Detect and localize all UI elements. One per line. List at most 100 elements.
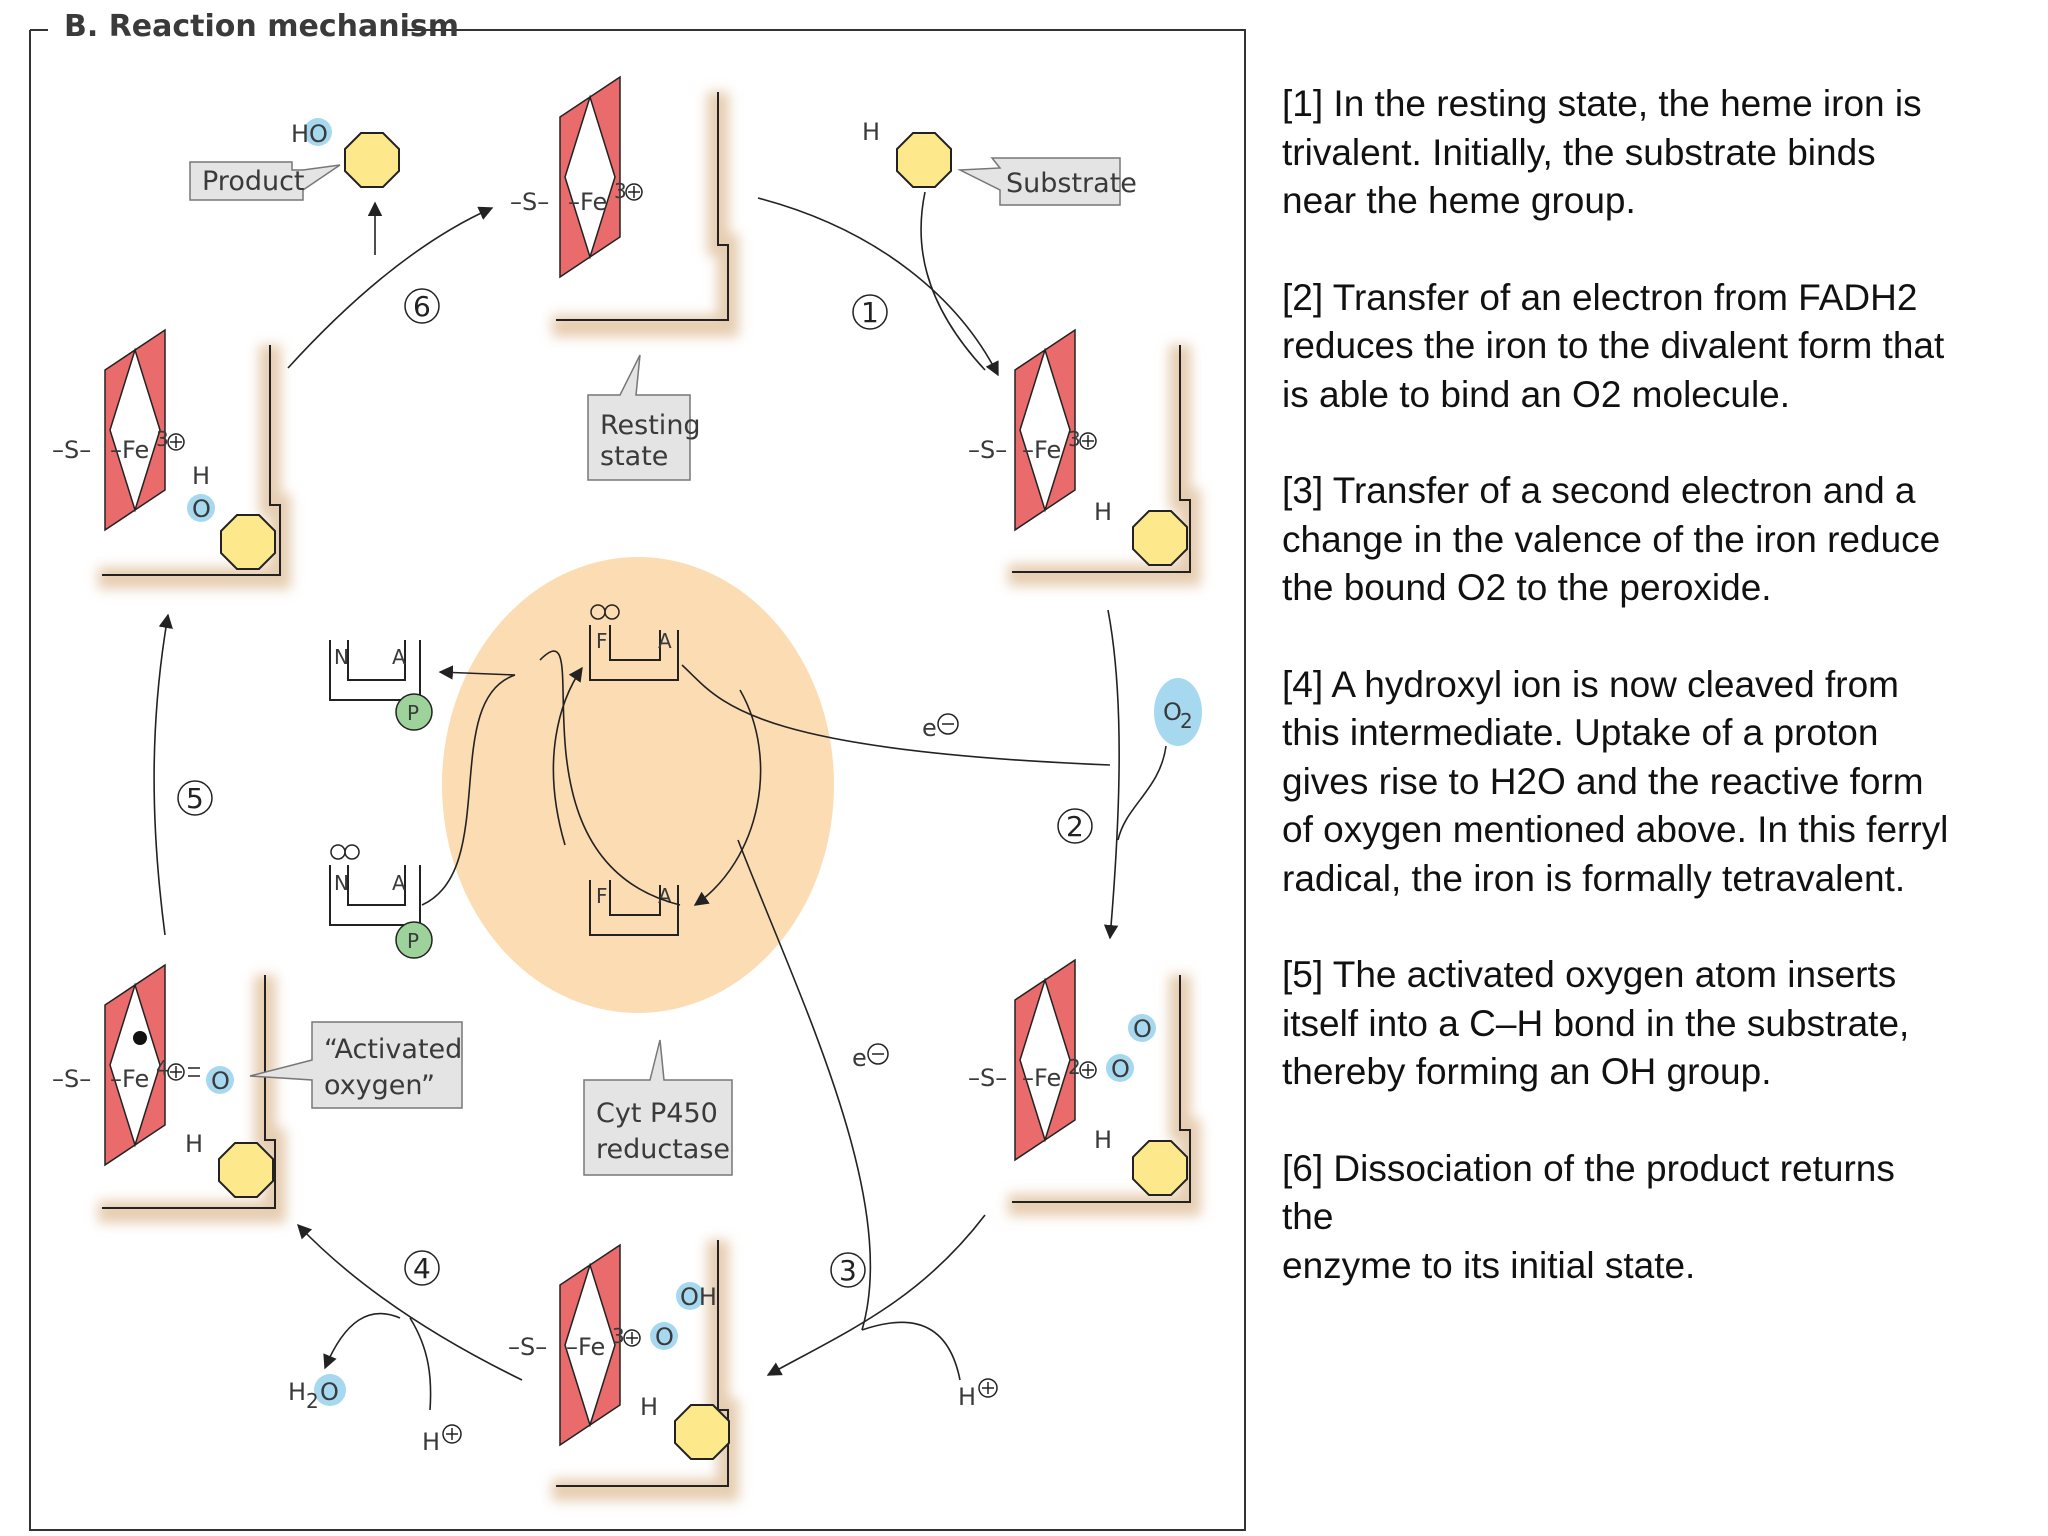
- svg-text:N: N: [334, 645, 349, 669]
- svg-text:–Fe: –Fe: [568, 188, 607, 216]
- svg-text:2: 2: [1066, 810, 1084, 843]
- svg-text:2: 2: [1068, 1055, 1081, 1079]
- svg-text:H: H: [1094, 1126, 1112, 1154]
- reductase-callout: Cyt P450 reductase: [583, 1039, 733, 1176]
- enzyme-oxygen-bound: –S– –Fe 2 O O H: [968, 959, 1201, 1216]
- svg-text:F: F: [596, 629, 608, 653]
- svg-text:–S–: –S–: [968, 1064, 1007, 1092]
- svg-text:–S–: –S–: [508, 1333, 547, 1361]
- svg-text:P: P: [407, 929, 419, 953]
- text-line: is able to bind an O2 molecule.: [1282, 373, 1791, 415]
- text-line: [6] Dissociation of the product returns: [1282, 1147, 1895, 1189]
- nadph-reduced: N A P: [329, 844, 433, 959]
- text-line: near the heme group.: [1282, 180, 1636, 221]
- svg-text:3: 3: [1068, 427, 1081, 451]
- svg-text:4: 4: [413, 1252, 431, 1285]
- svg-text:3: 3: [156, 427, 169, 451]
- text-line: thereby forming an OH group.: [1282, 1051, 1772, 1092]
- svg-text:H: H: [288, 1378, 306, 1406]
- text-line: gives rise to H2O and the reactive form: [1282, 760, 1924, 802]
- electron-1: e: [922, 713, 959, 742]
- svg-text:O: O: [1133, 1015, 1152, 1043]
- reaction-mechanism-diagram: B. Reaction mechanism –S– –Fe 3 –S– –Fe …: [29, 9, 1246, 1531]
- step-numbers: 1 2 3 4 5 6: [177, 288, 1093, 1288]
- step-description-2: [2] Transfer of an electron from FADH2 r…: [1282, 274, 2032, 420]
- step-description-3: [3] Transfer of a second electron and a …: [1282, 467, 2032, 613]
- step-description-5: [5] The activated oxygen atom inserts it…: [1282, 951, 2032, 1097]
- proton-right: H: [958, 1378, 998, 1411]
- text-line: [4] A hydroxyl ion is now cleaved from: [1282, 663, 1899, 705]
- free-substrate: H Substrate: [862, 118, 1137, 206]
- step-5: 5: [177, 780, 213, 816]
- svg-text:A: A: [392, 871, 406, 895]
- svg-text:–S–: –S–: [510, 188, 549, 216]
- svg-text:Resting: Resting: [600, 410, 701, 441]
- diagram-title: B. Reaction mechanism: [64, 9, 459, 44]
- fad-reduced: F A: [589, 604, 679, 681]
- frame-border: [29, 29, 1246, 1531]
- text-line: reduces the iron to the divalent form th…: [1282, 325, 1945, 366]
- product-label: Product: [202, 166, 305, 197]
- step-description-1: [1] In the resting state, the heme iron …: [1282, 80, 2032, 226]
- svg-text:H: H: [185, 1130, 203, 1158]
- svg-text:3: 3: [839, 1254, 857, 1287]
- step-3: 3: [830, 1252, 866, 1288]
- text-line: [3] Transfer of a second electron and a: [1282, 470, 1916, 511]
- free-product: HO Product: [189, 118, 400, 201]
- svg-text:e: e: [922, 714, 937, 742]
- svg-text:A: A: [658, 629, 672, 653]
- svg-text:O: O: [211, 1067, 230, 1095]
- svg-text:2: 2: [306, 1389, 319, 1413]
- text-line: [2] Transfer of an electron from FADH2: [1282, 276, 1918, 318]
- svg-text:O: O: [192, 495, 211, 523]
- text-line: trivalent. Initially, the substrate bind…: [1282, 131, 1876, 173]
- svg-text:P: P: [407, 701, 419, 725]
- svg-text:HO: HO: [291, 120, 328, 148]
- svg-text:6: 6: [413, 290, 431, 323]
- svg-text:H: H: [422, 1428, 440, 1456]
- svg-text:OH: OH: [680, 1283, 717, 1311]
- text-line: [5] The activated oxygen atom inserts: [1282, 954, 1897, 995]
- svg-text:H: H: [862, 118, 880, 146]
- text-line: enzyme to its initial state.: [1282, 1244, 1696, 1286]
- svg-text:reductase: reductase: [596, 1134, 730, 1165]
- svg-text:state: state: [600, 441, 668, 472]
- svg-text:O: O: [655, 1323, 674, 1351]
- text-line: change in the valence of the iron reduce: [1282, 518, 1941, 560]
- text-line: itself into a C–H bond in the substrate,: [1282, 1002, 1910, 1044]
- svg-text:3: 3: [612, 1324, 625, 1348]
- svg-text:–S–: –S–: [52, 1065, 91, 1093]
- svg-text:O: O: [1163, 698, 1182, 726]
- svg-text:O: O: [320, 1378, 339, 1406]
- svg-text:–Fe: –Fe: [110, 436, 149, 464]
- svg-text:e: e: [852, 1044, 867, 1072]
- svg-text:O: O: [1111, 1055, 1130, 1083]
- text-line: radical, the iron is formally tetravalen…: [1282, 857, 1906, 899]
- svg-text:2: 2: [1180, 709, 1193, 733]
- svg-text:–Fe: –Fe: [1022, 1064, 1061, 1092]
- svg-text:F: F: [596, 884, 608, 908]
- oxygen-molecule: O 2: [1154, 678, 1202, 746]
- svg-text:–S–: –S–: [968, 436, 1007, 464]
- proton-left: H: [422, 1424, 462, 1456]
- svg-text:H: H: [1094, 498, 1112, 526]
- cycle-arrows: [153, 191, 1167, 1411]
- substrate-label: Substrate: [1006, 168, 1137, 199]
- enzyme-activated-oxygen: –S– –Fe 4 O H: [52, 964, 286, 1223]
- svg-text:A: A: [658, 884, 672, 908]
- svg-text:H: H: [958, 1383, 976, 1411]
- reductase-blob: [442, 557, 834, 1013]
- enzyme-substrate-bound: –S– –Fe 3 H: [968, 329, 1201, 586]
- electron-2: e: [852, 1043, 889, 1072]
- enzyme-peroxide: –S– –Fe 3 O OH H: [508, 1240, 739, 1501]
- text-line: [1] In the resting state, the heme iron …: [1282, 83, 1922, 124]
- svg-text:A: A: [392, 645, 406, 669]
- activated-oxygen-callout: “Activated oxygen”: [249, 1021, 463, 1109]
- resting-state-callout: Resting state: [587, 354, 701, 481]
- svg-text:“Activated: “Activated: [324, 1034, 462, 1065]
- svg-text:H: H: [192, 462, 210, 490]
- svg-text:Cyt P450: Cyt P450: [596, 1098, 718, 1129]
- enzyme-resting-state: –S– –Fe 3: [510, 76, 739, 337]
- step-4: 4: [404, 1250, 440, 1286]
- text-line: of oxygen mentioned above. In this ferry…: [1282, 809, 1949, 850]
